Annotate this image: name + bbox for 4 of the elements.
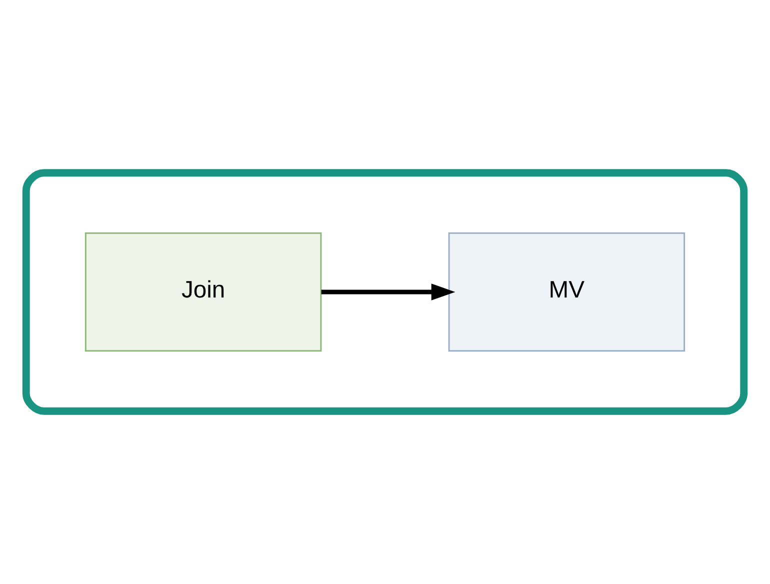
node-box: MV (448, 232, 686, 352)
node-box: Join (84, 232, 322, 352)
cluster (22, 169, 748, 415)
arrow (321, 284, 456, 300)
